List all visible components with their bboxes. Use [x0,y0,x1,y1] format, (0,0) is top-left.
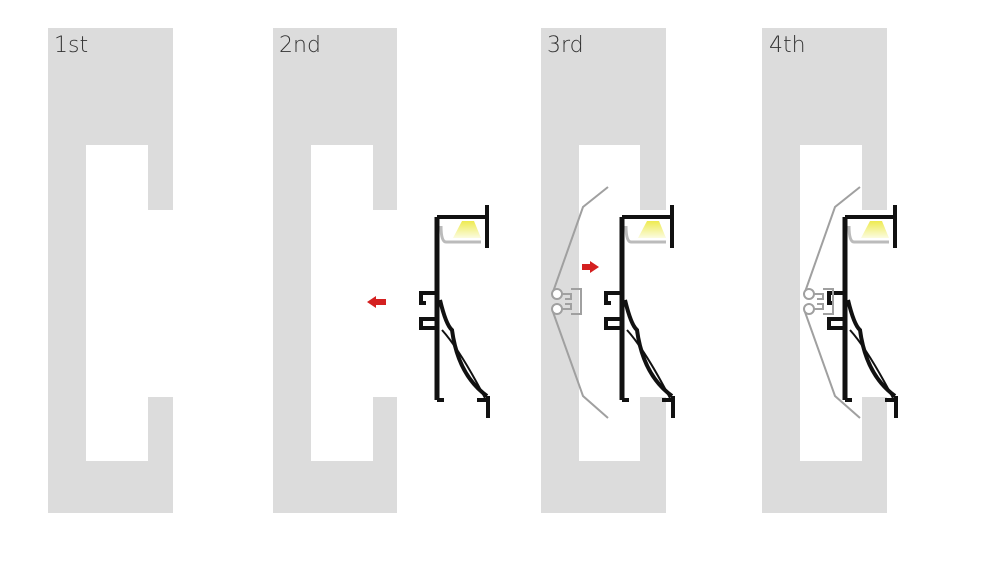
wall-cutout-3rd [541,28,666,513]
wall-cutout-2nd [273,28,397,513]
arrow-right-icon [582,261,599,273]
step-label-4th: 4th [769,33,806,58]
step-label-1st: 1st [54,33,89,58]
arrow-left-icon [367,296,386,308]
step-label-2nd: 2nd [279,33,321,58]
led-profile-3rd [606,205,675,418]
wall-cutout-1st [48,28,173,513]
led-profile-4th [829,205,898,418]
led-profile-2nd [421,205,490,418]
wall-cutout-4th [762,28,887,513]
mounting-clip-4th [803,186,861,419]
step-label-3rd: 3rd [547,33,584,58]
